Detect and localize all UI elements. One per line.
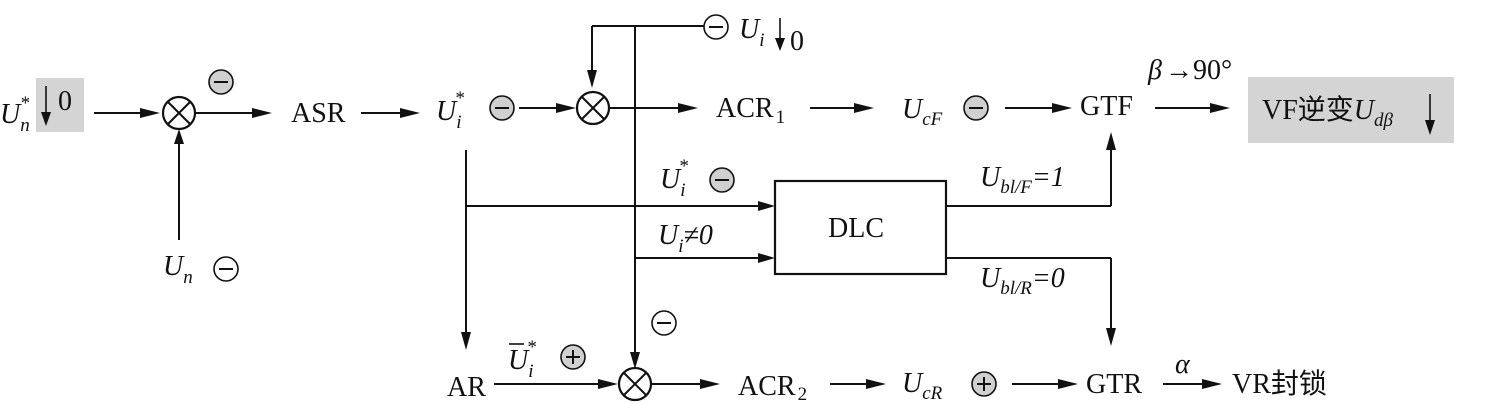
ui-feedback-label: Ui bbox=[739, 14, 765, 51]
minus-sign-icon bbox=[213, 256, 239, 282]
minus-sign-icon bbox=[208, 69, 234, 95]
dlc-input-ui-star-label: Ui* bbox=[660, 156, 689, 201]
ucr-label: UcR bbox=[902, 368, 943, 404]
minus-sign-icon bbox=[709, 167, 735, 193]
beta-value: →90° bbox=[1165, 55, 1232, 86]
minus-sign-icon bbox=[651, 310, 677, 336]
input-highlight-box bbox=[36, 78, 84, 132]
gtf-block: GTF bbox=[1080, 91, 1133, 122]
un-feedback-label: Un bbox=[163, 251, 193, 288]
beta-label: β bbox=[1147, 55, 1162, 86]
asr-block: ASR bbox=[291, 98, 346, 129]
speed-summing-junction bbox=[161, 95, 197, 131]
ui-star-label: Ui* bbox=[436, 88, 465, 133]
un-star-value: 0 bbox=[58, 86, 72, 117]
ubf-label: Ubl/F=1 bbox=[980, 162, 1065, 198]
ui-bar-star-label: Ui* bbox=[508, 337, 537, 382]
down-arrow-icon bbox=[1425, 94, 1435, 135]
ui-feedback-value: 0 bbox=[790, 26, 804, 57]
current-summing-junction-reverse bbox=[617, 366, 653, 402]
un-star-label: Un* bbox=[0, 93, 30, 136]
plus-sign-icon bbox=[971, 371, 997, 397]
dlc-input-ui-label: Ui≠0 bbox=[658, 220, 713, 257]
plus-sign-icon bbox=[560, 344, 586, 370]
output-highlight-box bbox=[1248, 77, 1454, 143]
vf-output-label: VF逆变Udβ bbox=[1262, 94, 1394, 131]
down-arrow-icon bbox=[775, 18, 785, 51]
minus-sign-icon bbox=[703, 14, 729, 40]
current-summing-junction-forward bbox=[575, 90, 611, 126]
ar-block: AR bbox=[447, 372, 486, 403]
arrow-head bbox=[140, 108, 160, 118]
ucf-label: UcF bbox=[902, 94, 943, 130]
minus-sign-icon bbox=[489, 95, 515, 121]
ubr-label: Ubl/R=0 bbox=[980, 263, 1065, 299]
dlc-block bbox=[773, 179, 948, 276]
gtr-block: GTR bbox=[1086, 369, 1142, 400]
minus-sign-icon bbox=[963, 95, 989, 121]
alpha-label: α bbox=[1175, 349, 1191, 380]
down-arrow-icon bbox=[41, 86, 51, 126]
vr-output-label: VR封锁 bbox=[1232, 368, 1327, 400]
dlc-label: DLC bbox=[828, 213, 884, 244]
